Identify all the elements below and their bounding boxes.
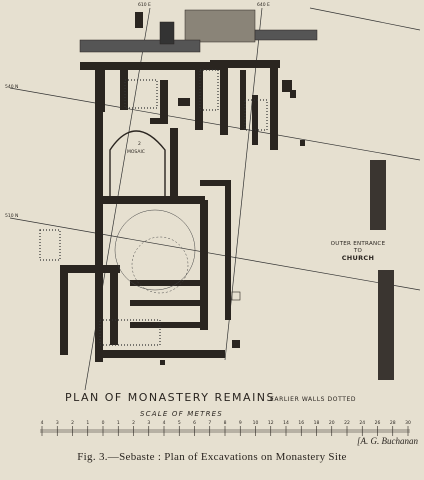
entrance-label-line-1: OUTER ENTRANCE	[330, 241, 386, 247]
mosaic-label: MOSAIC	[127, 150, 145, 155]
scale-tick-label: 14	[283, 420, 289, 426]
scale-tick-label: 1	[117, 420, 120, 426]
scale-tick-label: 12	[268, 420, 274, 426]
figure-caption: Fig. 3.—Sebaste : Plan of Excavations on…	[77, 451, 347, 463]
scale-label: SCALE OF METRES	[140, 410, 223, 418]
scale-tick-label: 2	[132, 420, 135, 426]
scale-tick-label: 5	[178, 420, 181, 426]
plan-title: PLAN OF MONASTERY REMAINS	[65, 391, 276, 404]
credit: [A. G. Buchanan	[357, 436, 418, 446]
scale-tick-label: 16	[298, 420, 304, 426]
scale-tick-label: 7	[208, 420, 211, 426]
isolated-blocks	[135, 12, 305, 365]
scale-tick-label: 9	[239, 420, 242, 426]
scale-tick-label: 10	[253, 420, 259, 426]
scale-tick-label: 6	[193, 420, 196, 426]
scale-tick-label: 4	[163, 420, 166, 426]
grid-label-left-upper: 540 N	[5, 85, 19, 90]
grid-label-top-right: 640 E	[257, 3, 270, 8]
entrance-label: OUTER ENTRANCE TO CHURCH	[312, 241, 404, 262]
scale-tick-label: 20	[329, 420, 335, 426]
scale-tick-label: 3	[147, 420, 150, 426]
scale-tick-label: 4	[41, 420, 44, 426]
scale-tick-label: 22	[344, 420, 350, 426]
main-walls	[60, 60, 292, 362]
walls-note: EARLIER WALLS DOTTED	[270, 396, 357, 403]
scale-tick-label: 2	[71, 420, 74, 426]
entrance-walls	[370, 160, 394, 380]
scale-tick-label: 8	[224, 420, 227, 426]
grid-label-left-lower: 510 N	[5, 214, 19, 219]
scale-tick-label: 3	[56, 420, 59, 426]
grid-label-top-left: 610 E	[138, 3, 151, 8]
scale-tick-label: 26	[375, 420, 381, 426]
room-number: 2	[138, 142, 141, 147]
scale-tick-label: 1	[86, 420, 89, 426]
dotted-earlier-walls	[39, 69, 268, 346]
scale-tick-label: 18	[314, 420, 320, 426]
entrance-label-line-3: CHURCH	[341, 254, 375, 262]
scale-tick-label: 28	[390, 420, 396, 426]
circles	[114, 209, 196, 294]
upper-walls	[79, 9, 318, 53]
apse-outline	[109, 130, 166, 196]
scale-tick-label: 0	[102, 420, 105, 426]
entrance-label-line-2: TO	[353, 248, 363, 254]
scale-tick-label: 24	[359, 420, 365, 426]
scale-tick-label: 30	[405, 420, 411, 426]
